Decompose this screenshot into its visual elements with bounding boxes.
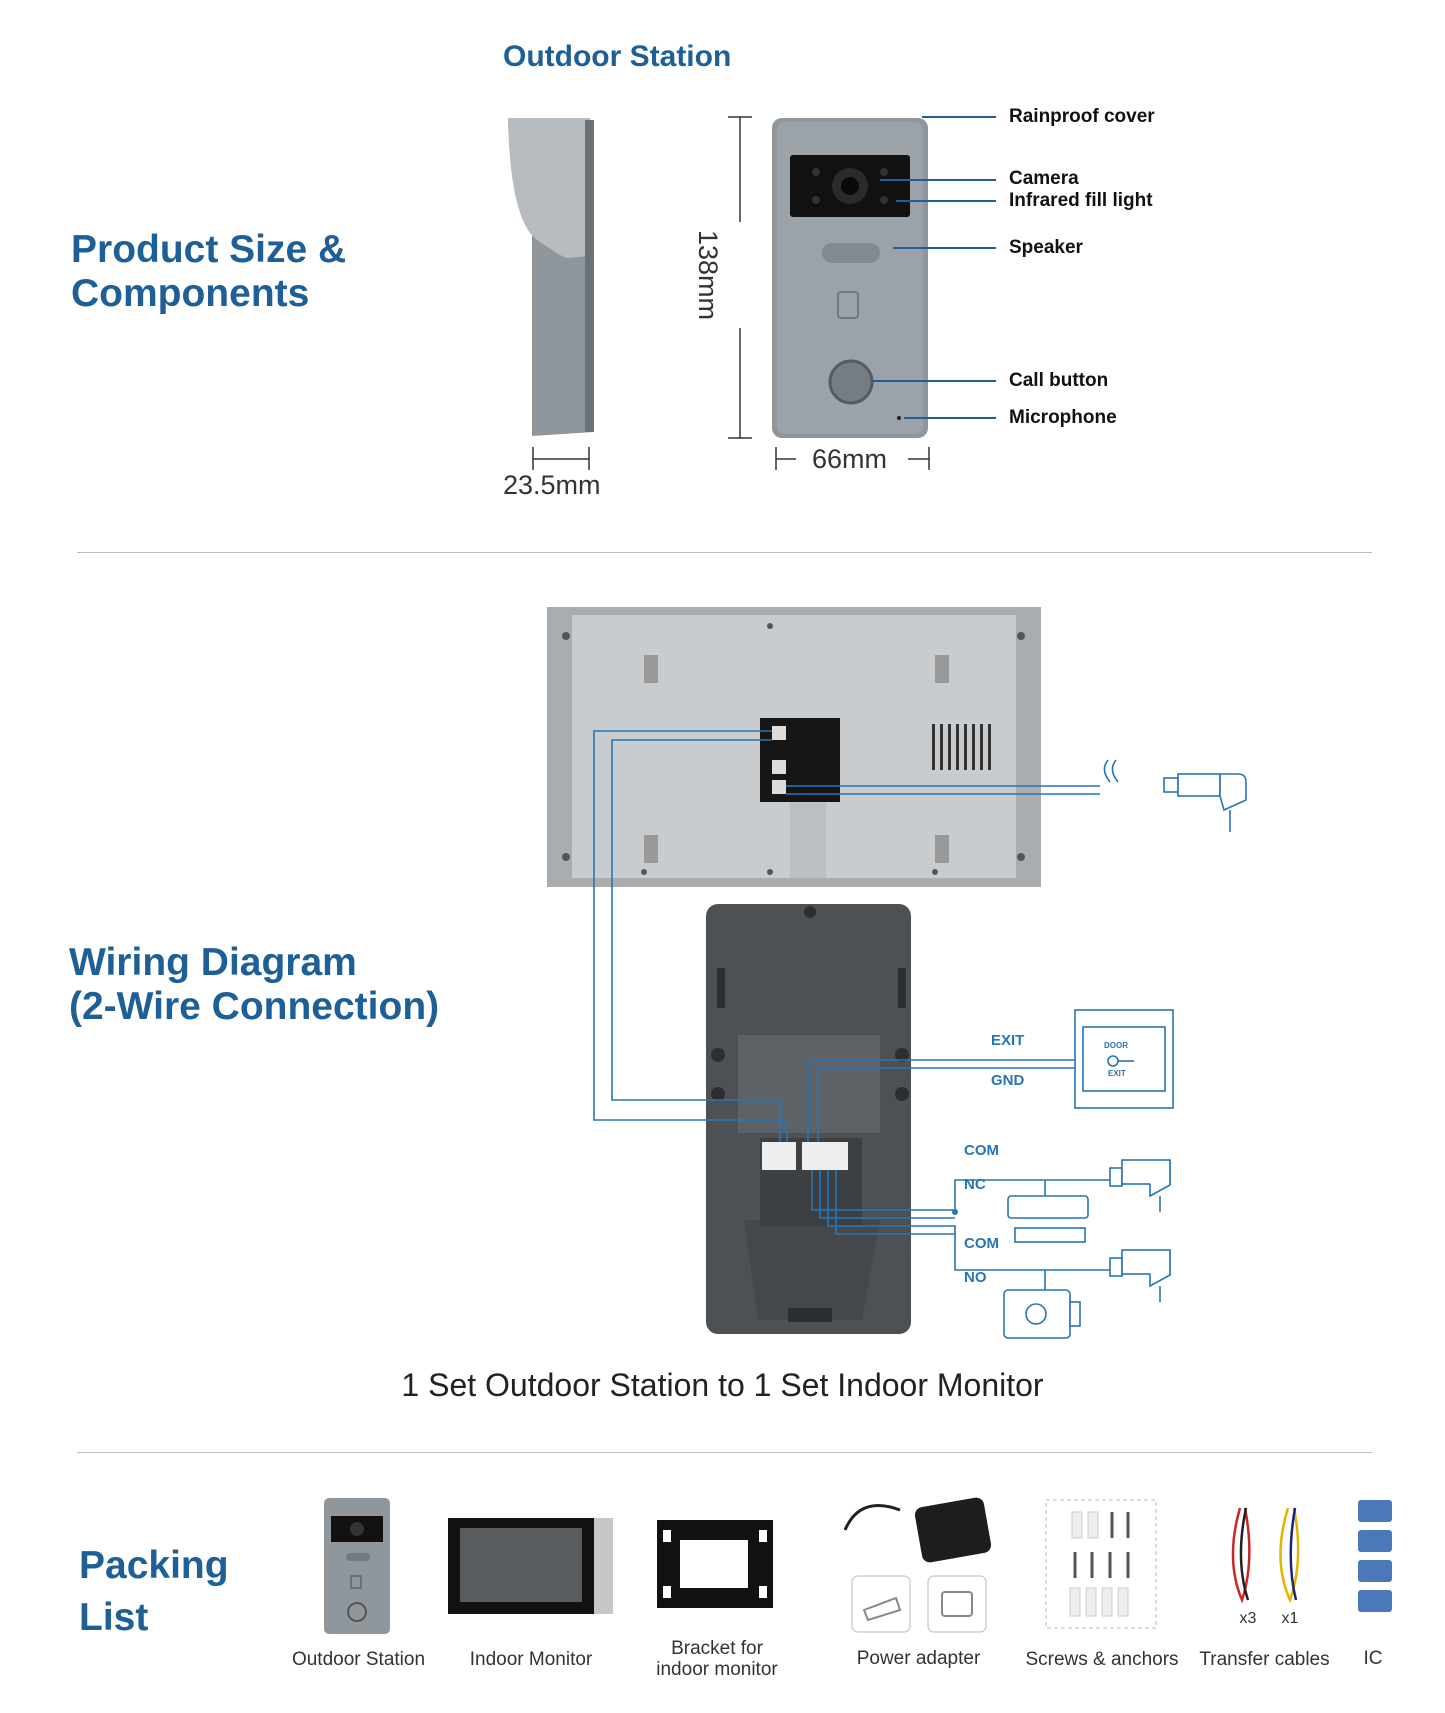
width-label: 66mm [812, 444, 888, 474]
width-dimension [775, 447, 930, 470]
packing-item-screws-anchors: Screws & anchors [1025, 1649, 1179, 1670]
callout-rainproof-cover: Rainproof cover [1009, 106, 1155, 127]
packing-item-outdoor-station: Outdoor Station [291, 1649, 426, 1670]
front-view [772, 118, 928, 438]
heading-line: Components [71, 272, 310, 315]
heading-line: Product Size & [71, 228, 347, 271]
indoor-monitor-back [547, 607, 1041, 887]
packing-item-label-line: Bracket for [671, 1638, 763, 1659]
item-ic-cards-image [1358, 1500, 1392, 1612]
callout-camera: Camera [1009, 168, 1079, 189]
item-screws-anchors-image [1045, 1499, 1157, 1629]
section-divider [77, 552, 1372, 553]
door-exit-text: DOOR [1104, 1041, 1128, 1050]
heading-line: Wiring Diagram [69, 941, 357, 984]
depth-dimension [532, 447, 590, 470]
packing-item-qty: x3 [1239, 1610, 1257, 1627]
plug-icon [1103, 759, 1247, 832]
callout-infrared-fill-light: Infrared fill light [1009, 190, 1153, 211]
packing-item-indoor-monitor: Indoor Monitor [469, 1649, 593, 1670]
packing-item-bracket: Bracket for indoor monitor [642, 1638, 792, 1680]
wires [593, 730, 1110, 1295]
label-gnd: GND [991, 1072, 1025, 1089]
item-indoor-monitor-image [448, 1518, 613, 1614]
label-com: COM [964, 1235, 999, 1252]
side-view [508, 118, 594, 436]
door-exit-text: EXIT [1108, 1069, 1126, 1078]
item-power-adapter-image [843, 1497, 992, 1633]
door-exit-button-icon [1074, 1009, 1174, 1109]
callout-speaker: Speaker [1009, 237, 1083, 258]
callout-call-button: Call button [1009, 370, 1109, 391]
section-divider [77, 1452, 1372, 1453]
label-no: NO [964, 1269, 987, 1286]
label-nc: NC [964, 1176, 986, 1193]
callout-microphone: Microphone [1009, 407, 1117, 428]
item-transfer-cables-image [1231, 1507, 1300, 1604]
item-bracket-image [657, 1520, 773, 1608]
outdoor-station-title: Outdoor Station [503, 40, 732, 73]
heading-line: (2-Wire Connection) [69, 985, 440, 1028]
packing-item-ic: IC [1363, 1648, 1383, 1669]
heading-line: Packing [79, 1544, 229, 1587]
label-exit: EXIT [991, 1032, 1025, 1049]
item-outdoor-station-image [324, 1498, 390, 1634]
packing-item-qty: x1 [1281, 1610, 1299, 1627]
label-com: COM [964, 1142, 999, 1159]
lock-devices [1003, 1159, 1171, 1339]
height-dimension [728, 116, 752, 439]
packing-item-transfer-cables: Transfer cables [1199, 1649, 1330, 1670]
wiring-caption: 1 Set Outdoor Station to 1 Set Indoor Mo… [401, 1367, 1044, 1403]
wiring-diagram-heading: Wiring Diagram (2-Wire Connection) [69, 941, 439, 1029]
callout-leaders [872, 116, 996, 419]
depth-label: 23.5mm [503, 470, 601, 500]
packing-item-label-line: indoor monitor [656, 1659, 778, 1680]
product-size-heading: Product Size & Components [71, 228, 346, 316]
packing-list-heading: Packing List [79, 1540, 229, 1644]
packing-item-power-adapter: Power adapter [856, 1648, 981, 1669]
heading-line: List [79, 1596, 149, 1639]
